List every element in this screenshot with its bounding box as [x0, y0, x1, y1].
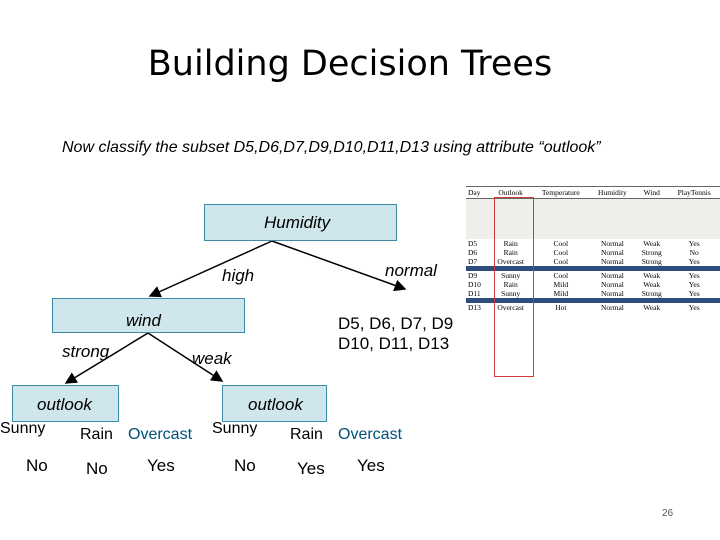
outlook-label-left: outlook	[37, 395, 92, 414]
row-separator	[466, 266, 720, 271]
outlook-column-highlight	[494, 197, 534, 377]
wind-label: wind	[126, 311, 161, 330]
row-separator	[466, 298, 720, 303]
outlook-label-right: outlook	[248, 395, 303, 414]
left-branch-rain: Rain	[80, 426, 113, 443]
right-leaf-rain: Yes	[297, 459, 325, 478]
col-header: Temperature	[531, 186, 590, 199]
left-leaf-rain: No	[86, 459, 108, 478]
branch-high: high	[222, 266, 255, 285]
edge-normal	[271, 240, 407, 292]
edge-weak	[147, 332, 224, 382]
right-branch-overcast: Overcast	[338, 426, 403, 443]
left-leaf-sunny: No	[26, 456, 48, 475]
right-leaf-overcast: Yes	[357, 456, 385, 475]
outlook-node-right	[222, 385, 327, 422]
outlook-node-left	[12, 385, 119, 422]
left-branch-sunny: Sunny	[0, 420, 46, 437]
branch-strong: strong	[62, 342, 110, 361]
table-hidden-band	[466, 198, 720, 239]
branch-normal: normal	[385, 261, 437, 280]
right-leaf-sunny: No	[234, 456, 256, 475]
training-table: Day Outlook Temperature Humidity Wind Pl…	[466, 186, 720, 312]
col-header: Day	[466, 186, 490, 199]
edge-high	[148, 240, 273, 298]
col-header: Wind	[635, 186, 669, 199]
right-branch-sunny: Sunny	[212, 420, 258, 437]
humidity-label: Humidity	[264, 213, 331, 232]
branch-weak: weak	[192, 349, 232, 368]
subset-line-2: D10, D11, D13	[338, 334, 450, 353]
col-header: PlayTennis	[668, 186, 720, 199]
slide-subtitle: Now classify the subset D5,D6,D7,D9,D10,…	[62, 139, 601, 156]
right-branch-rain: Rain	[290, 426, 323, 443]
wind-node	[52, 298, 245, 333]
col-header: Humidity	[589, 186, 636, 199]
page-number: 26	[662, 508, 674, 519]
col-header: Outlook	[489, 186, 532, 199]
left-leaf-overcast: Yes	[147, 456, 175, 475]
humidity-node	[204, 204, 397, 241]
slide-title: Building Decision Trees	[147, 44, 553, 84]
left-branch-overcast: Overcast	[128, 426, 193, 443]
edge-strong	[64, 332, 149, 384]
subset-line-1: D5, D6, D7, D9	[338, 314, 454, 333]
